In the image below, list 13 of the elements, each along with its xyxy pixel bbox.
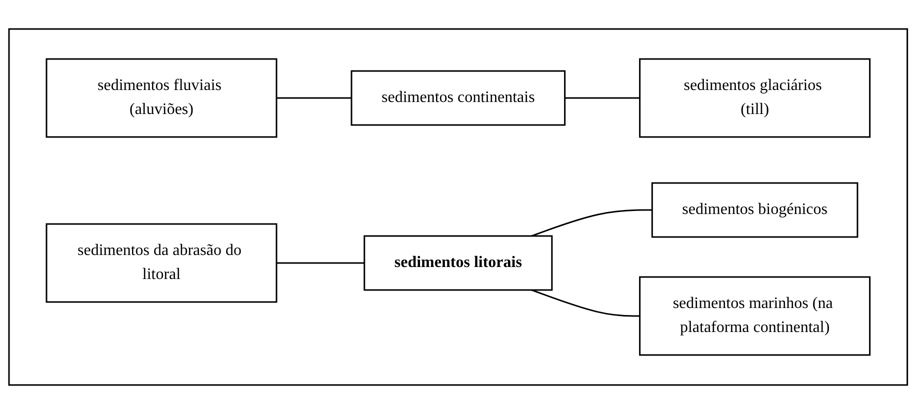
connector <box>532 289 640 317</box>
node-box: sedimentos continentais <box>351 70 566 126</box>
node-box: sedimentos litorais <box>364 235 554 291</box>
node-box: sedimentos fluviais (aluviões) <box>46 58 278 138</box>
node-box: sedimentos da abrasão do litoral <box>46 223 278 303</box>
connector <box>532 209 652 237</box>
node-box: sedimentos glaciários (till) <box>639 58 871 138</box>
cluster <box>8 28 908 386</box>
connector <box>276 262 365 264</box>
connector <box>565 97 640 99</box>
node-box: sedimentos biogénicos <box>652 182 859 238</box>
node-box: sedimentos marinhos (na plataforma continental) <box>639 276 871 356</box>
connector <box>276 97 352 99</box>
